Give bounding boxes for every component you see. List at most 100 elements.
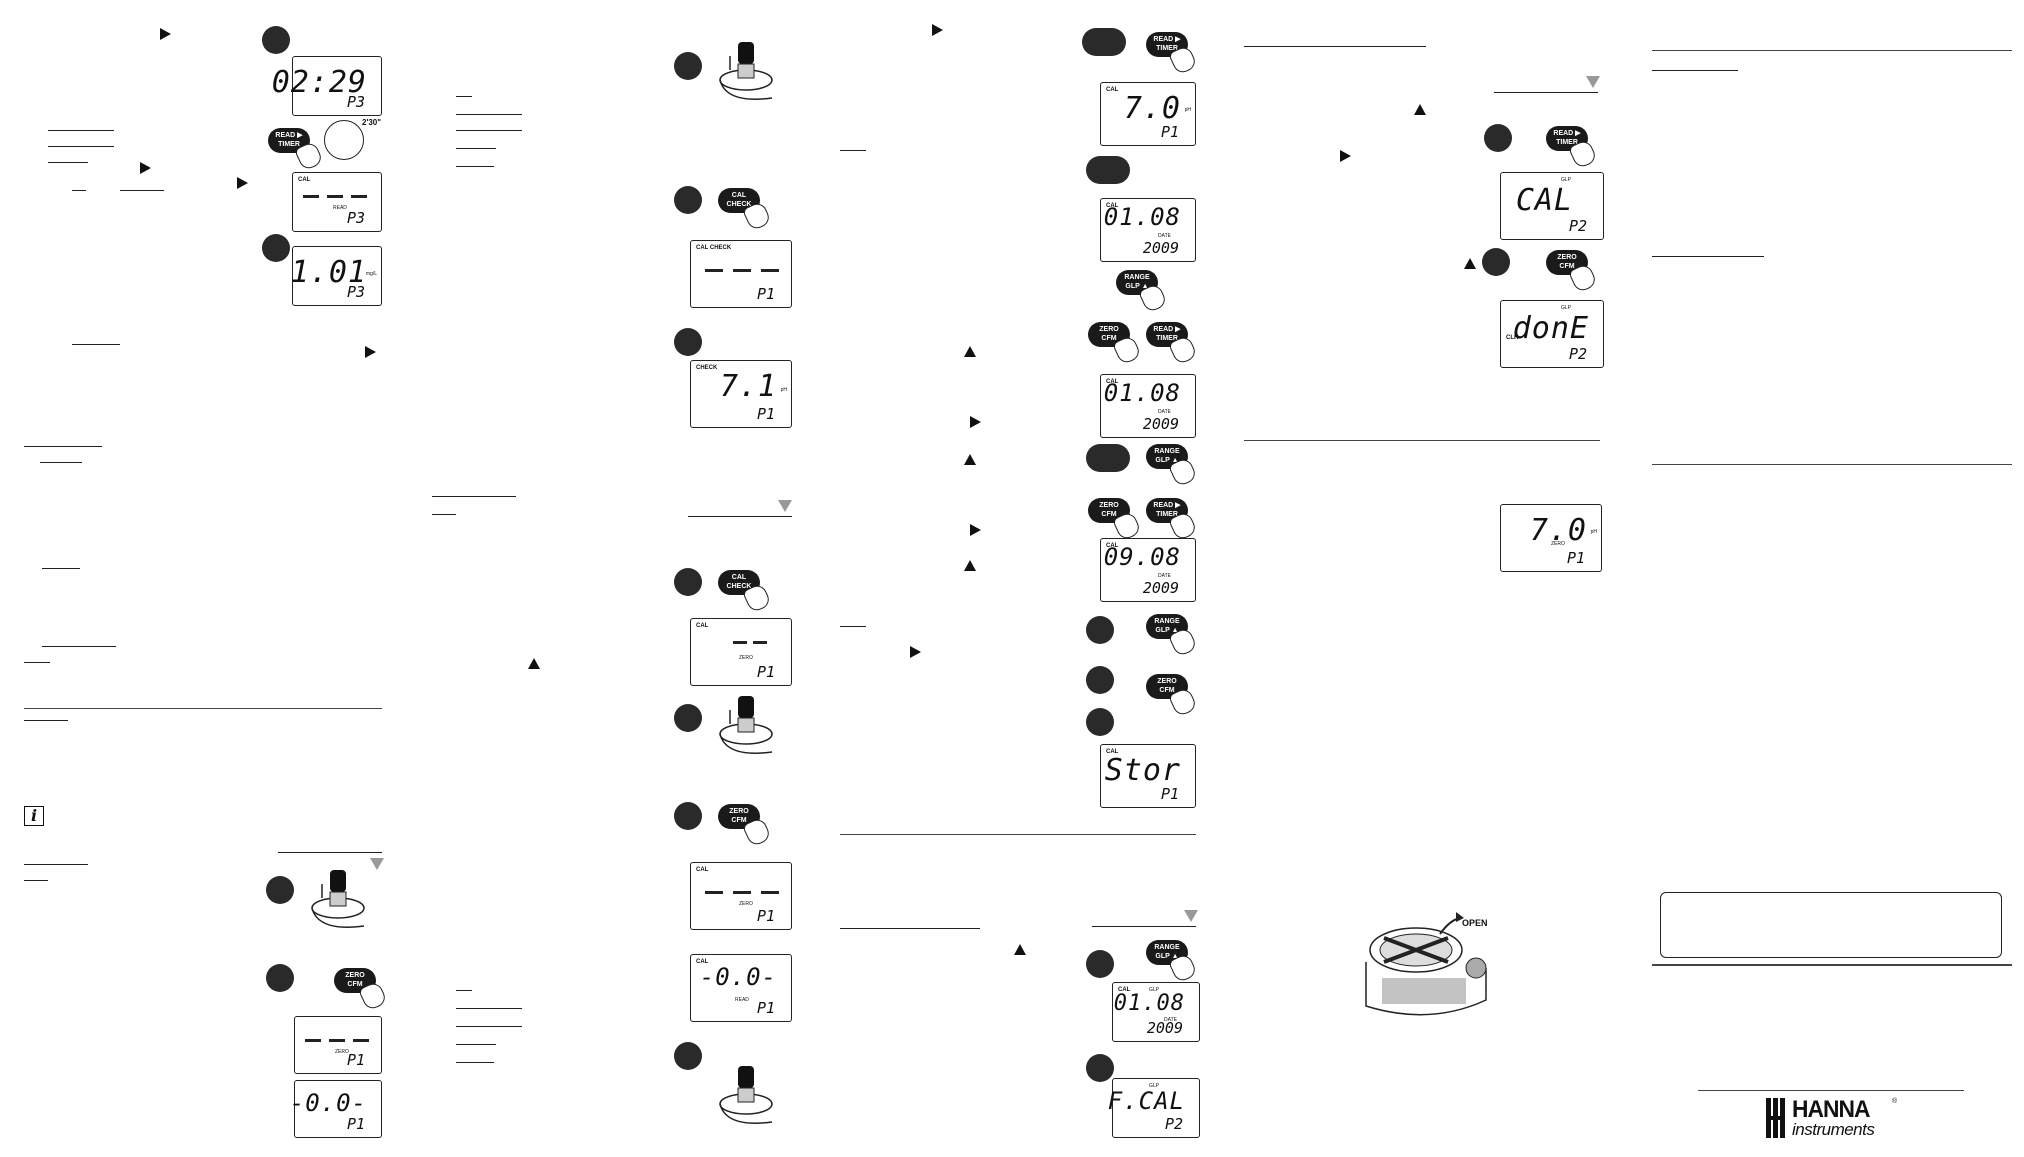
lcd-main-text: 01.08 — [1103, 379, 1181, 407]
lcd-program: P1 — [756, 663, 775, 681]
step-marker — [1086, 616, 1114, 644]
segment-dash — [705, 269, 723, 272]
clock-label: 2'30" — [362, 118, 382, 127]
column-3: READ ▶ TIMER CAL 7.0 pH P1 CAL 01.08 DAT… — [820, 0, 1210, 1157]
step-marker — [266, 964, 294, 992]
step-marker — [262, 234, 290, 262]
blurred-text-line — [456, 1062, 494, 1063]
blurred-text-line — [24, 720, 68, 721]
arrow-up-icon — [964, 346, 976, 357]
lcd-check-result: CHECK 7.1 pH P1 — [690, 360, 792, 428]
lcd-center-label: ZERO — [1551, 541, 1565, 547]
lcd-tag: CHECK — [696, 365, 718, 371]
button-label-bottom: CFM — [1559, 263, 1575, 270]
column-4: READ ▶ TIMER GLP CAL P2 ZERO CFM CLR GLP… — [1240, 0, 1620, 1157]
lcd-tag-right: GLP — [1149, 987, 1160, 993]
blurred-text-line — [1652, 256, 1764, 257]
blurred-text-line — [456, 96, 472, 97]
meter-lid-open-illustration — [1365, 912, 1487, 1016]
button-label-top: READ ▶ — [1553, 130, 1581, 137]
column-2: CAL CHECK CAL CHECK P1 CHECK 7.1 pH P1 C… — [400, 0, 800, 1157]
button-label-top: ZERO — [729, 808, 749, 815]
lcd-center-label: READ — [333, 205, 347, 211]
meter-cuvette-icon — [311, 870, 365, 928]
lcd-main-text: 09.08 — [1103, 543, 1181, 571]
segment-dash — [327, 195, 343, 198]
blurred-text-line — [432, 514, 456, 515]
button-label-bottom: TIMER — [1156, 335, 1178, 342]
lcd-date-label: DATE — [1158, 409, 1171, 415]
range-glp-button-3[interactable]: RANGE GLP ▲ — [1146, 614, 1188, 639]
button-label-bottom: GLP ▲ — [1155, 953, 1179, 960]
blurred-text-line — [48, 130, 114, 131]
triangle-down-icon — [1586, 76, 1600, 88]
blurred-text-line — [840, 150, 866, 151]
lcd-program: P2 — [1164, 1115, 1183, 1133]
button-label-top: READ ▶ — [275, 132, 303, 139]
lcd-tag-right: GLP — [1561, 177, 1572, 183]
lcd-program: P1 — [756, 907, 775, 925]
lcd-main-text: 7.0 — [1529, 513, 1587, 548]
blurred-text-line — [42, 568, 80, 569]
zero-cfm-button-2[interactable]: ZERO CFM — [718, 804, 760, 829]
button-label-top: ZERO — [345, 972, 365, 979]
open-label: OPEN — [1462, 918, 1488, 928]
arrow-right-icon — [1340, 150, 1351, 162]
info-icon: i — [24, 806, 44, 826]
arrow-right-icon — [932, 24, 943, 36]
lcd-zero-reading: 7.0 pH ZERO P1 — [1500, 504, 1602, 572]
lcd-tag: CAL — [1118, 987, 1131, 993]
blurred-text-line — [42, 646, 116, 647]
blurred-text-line — [48, 162, 88, 163]
segment-dash — [753, 641, 767, 644]
arrow-right-icon — [160, 28, 171, 40]
segment-dash — [303, 195, 319, 198]
zero-cfm-button-6[interactable]: ZERO CFM — [1546, 250, 1588, 275]
lcd-program: P1 — [756, 285, 775, 303]
lcd-unit: mg/L — [365, 271, 377, 277]
button-label-top: RANGE — [1154, 448, 1180, 455]
blurred-text-line — [48, 146, 114, 147]
segment-dash — [305, 1039, 321, 1042]
step-marker — [1482, 248, 1510, 276]
lcd-glp-date: CAL GLP 01.08 DATE 2009 — [1112, 982, 1200, 1042]
step-marker — [1086, 708, 1114, 736]
lcd-main-text: 7.1 — [719, 369, 777, 404]
button-label-bottom: GLP ▲ — [1155, 627, 1179, 634]
segment-dash — [733, 269, 751, 272]
lcd-date-label: DATE — [1158, 233, 1171, 239]
lcd-main-text: 02:29 — [271, 65, 367, 100]
lcd-zero-value: -0.0- P1 — [290, 1080, 382, 1138]
lcd-read-zero: CAL -0.0- READ P1 — [690, 954, 792, 1022]
lcd-program: P1 — [1160, 123, 1179, 141]
blurred-text-line — [432, 496, 516, 497]
lcd-glp-cal: GLP CAL P2 — [1500, 172, 1604, 240]
arrow-right-icon — [140, 162, 151, 174]
lcd-program: P1 — [346, 1051, 365, 1069]
lcd-date-blink-2: CAL 01.08 DATE 2009 — [1100, 374, 1196, 438]
section-rule — [1652, 464, 2012, 465]
button-label-bottom: CFM — [1101, 335, 1117, 342]
arrow-up-icon — [964, 560, 976, 571]
blurred-text-line — [456, 1044, 496, 1045]
button-label-top: RANGE — [1154, 944, 1180, 951]
lcd-main-text: -0.0- — [699, 963, 777, 991]
read-timer-button-5[interactable]: READ ▶ TIMER — [1546, 126, 1588, 151]
lcd-tag: CAL — [1106, 203, 1119, 209]
triangle-down-icon — [778, 500, 792, 512]
arrow-right-icon — [910, 646, 921, 658]
meter-cuvette-icon — [719, 42, 773, 100]
lcd-tag: CAL — [1106, 87, 1119, 93]
lcd-main-text: F.CAL — [1107, 1087, 1185, 1115]
lcd-program: P3 — [346, 93, 365, 111]
lcd-cal-check-blink: CAL CHECK P1 — [690, 240, 792, 308]
lcd-main-text: Stor — [1104, 753, 1181, 788]
blurred-text-line — [456, 130, 522, 131]
step-marker — [1086, 950, 1114, 978]
section-rule — [1652, 50, 2012, 51]
lcd-year: 2009 — [1146, 1019, 1183, 1037]
clock-icon — [324, 120, 364, 160]
section-rule — [840, 834, 1196, 835]
segment-dash — [761, 891, 779, 894]
lcd-main-text: 7.0 — [1123, 91, 1181, 126]
